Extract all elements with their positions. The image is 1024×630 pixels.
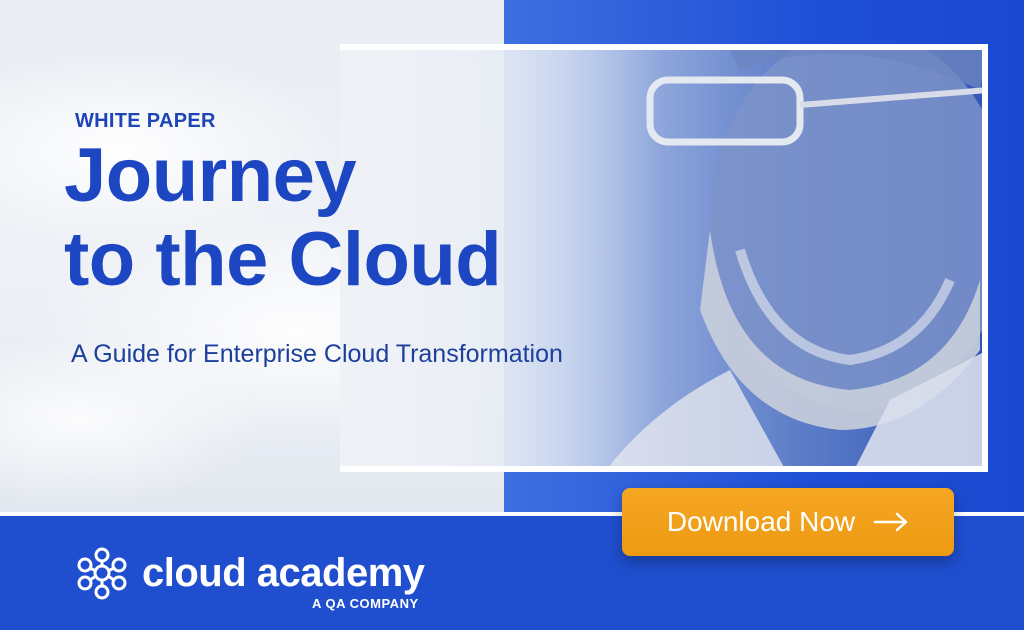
brand-name: cloud academy — [142, 550, 425, 595]
brand-logo[interactable]: cloud academy — [74, 545, 425, 601]
footer-divider — [0, 512, 1024, 516]
title-line-1: Journey — [64, 133, 357, 218]
download-now-button[interactable]: Download Now — [622, 488, 954, 556]
man-portrait-image — [609, 50, 982, 466]
arrow-right-icon — [873, 512, 908, 532]
cloud-academy-logo-icon — [77, 547, 127, 600]
title-line-2: to the Cloud — [64, 217, 502, 302]
download-now-label: Download Now — [666, 506, 856, 537]
hero-photo — [340, 44, 988, 472]
brand-tagline: A QA COMPANY — [312, 596, 419, 611]
page-subtitle: A Guide for Enterprise Cloud Transformat… — [71, 340, 563, 368]
page-title: Journey to the Cloud — [64, 133, 502, 302]
photo-fade-overlay — [340, 50, 660, 466]
eyebrow-label: WHITE PAPER — [75, 110, 216, 132]
